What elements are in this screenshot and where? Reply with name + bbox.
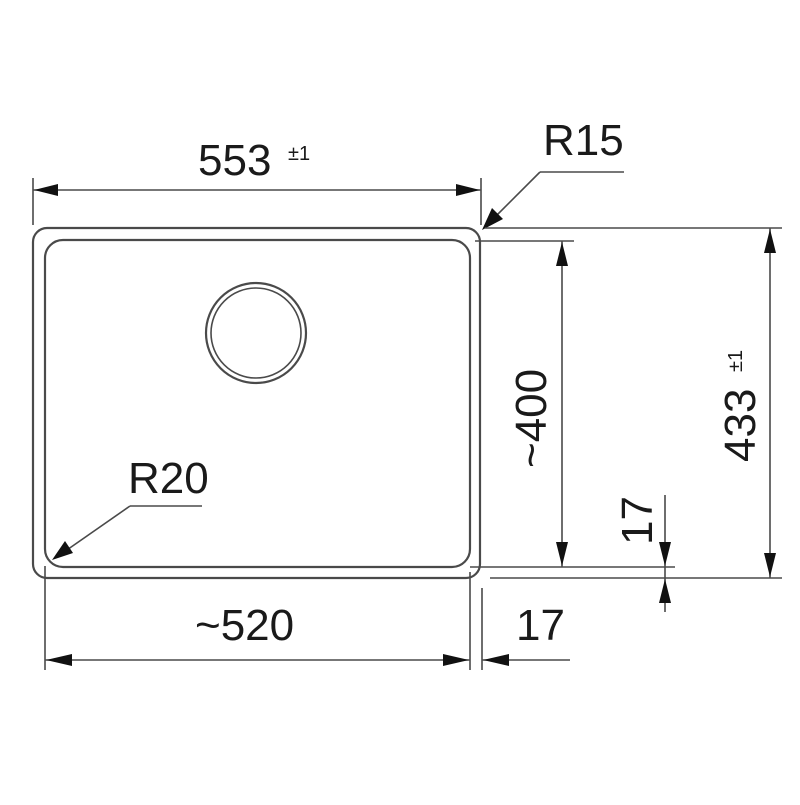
dimension-overall-width: 553 ±1 [32,136,482,225]
overall-depth-tolerance: ±1 [725,350,747,372]
overall-width-value: 553 [198,136,271,185]
rim-bottom-value: 17 [613,496,662,545]
arrow-icon [52,541,73,560]
arrow-icon [482,208,503,230]
dimension-bowl-width: ~520 [45,601,470,666]
arrow-right-icon [443,654,469,666]
leader-outer-radius: R15 [482,116,624,230]
arrow-down-icon [764,553,776,577]
right-extension-lines [470,227,782,579]
outer-radius-label: R15 [543,116,624,165]
arrow-left-icon [483,654,509,666]
inner-radius-label: R20 [128,454,209,503]
sink-outer-rim [31,226,482,580]
arrow-down-icon [659,542,671,566]
arrow-left-icon [34,184,58,196]
arrow-up-icon [556,242,568,266]
overall-depth-value: 433 [716,389,765,462]
sink-bowl [43,238,472,569]
drain-circle [204,281,308,385]
arrow-up-icon [764,229,776,253]
bottom-extension-lines [44,566,483,670]
overall-width-tolerance: ±1 [288,143,310,165]
bowl-depth-value: ~400 [507,369,556,468]
dimension-rim-bottom: 17 [613,495,671,612]
arrow-right-icon [456,184,480,196]
arrow-down-icon [556,542,568,566]
arrow-left-icon [46,654,72,666]
bowl-width-value: ~520 [195,601,294,650]
leader-inner-radius: R20 [52,454,209,560]
dimension-rim-right: 17 [482,601,570,666]
rim-right-value: 17 [516,601,565,650]
arrow-up-icon [659,579,671,603]
dimension-overall-depth: 433 ±1 [716,228,776,578]
dimension-bowl-depth: ~400 [507,241,568,567]
